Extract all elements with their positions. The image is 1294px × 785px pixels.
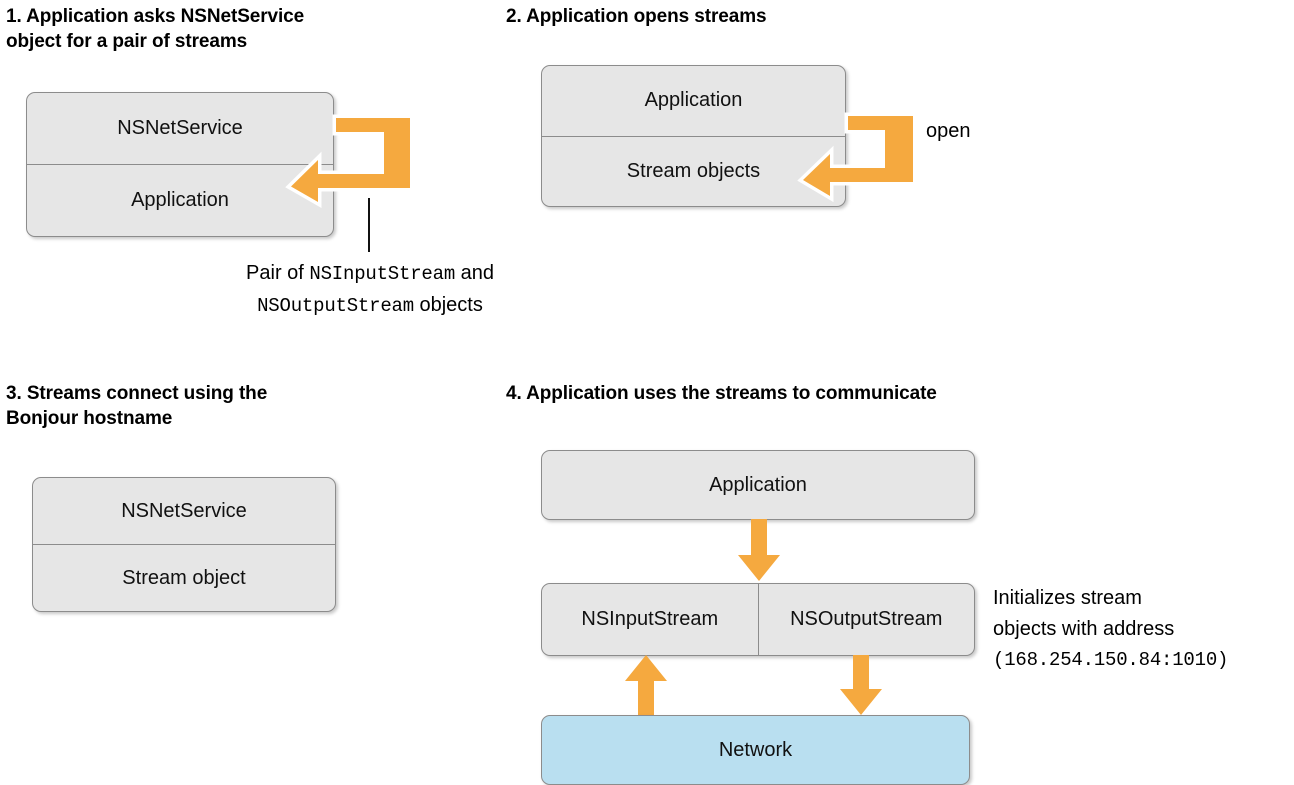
panel-4-heading: 4. Application uses the streams to commu… xyxy=(506,383,937,404)
panel-4-cell-network: Network xyxy=(718,738,793,761)
panel-3-cell-nsnetservice: NSNetService xyxy=(121,499,247,522)
caption-pre: Pair of xyxy=(246,262,310,284)
panel-4-annotation-line-1: Initializes stream xyxy=(993,587,1142,609)
panel-4-streams-box: NSInputStream NSOutputStream xyxy=(541,583,975,656)
panel-1-heading: 1. Application asks NSNetService object … xyxy=(6,6,305,52)
caption-nsinputstream: NSInputStream xyxy=(309,263,456,285)
panel-1-leader-line xyxy=(368,198,370,252)
panel-1-box: NSNetService Application xyxy=(26,92,334,237)
panel-1-cell-nsnetservice: NSNetService xyxy=(117,117,243,139)
panel-3-heading: 3. Streams connect using the Bonjour hos… xyxy=(6,383,268,429)
panel-2-heading: 2. Application opens streams xyxy=(506,6,767,27)
panel-2-hook-arrow xyxy=(797,112,917,203)
panel-1-caption-line-2: NSOutputStream objects xyxy=(120,290,620,322)
caption-post: and xyxy=(455,262,494,284)
panel-4-network-box: Network xyxy=(541,715,970,785)
panel-4-arrow-app-to-streams xyxy=(738,519,780,581)
panel-3-cell-stream-object: Stream object xyxy=(33,544,335,611)
panel-2-arrow-label: open xyxy=(926,120,971,142)
panel-2-box: Application Stream objects xyxy=(541,65,846,207)
panel-2-cell-application: Application xyxy=(644,89,743,112)
panel-4-application-box: Application xyxy=(541,450,975,520)
panel-4-cell-nsinputstream: NSInputStream xyxy=(581,608,719,630)
panel-1-caption-line-1: Pair of NSInputStream and xyxy=(120,258,620,290)
panel-4-cell-nsoutputstream: NSOutputStream xyxy=(757,584,975,655)
panel-3-box: NSNetService Stream object xyxy=(32,477,336,612)
panel-4-annotation: Initializes stream objects with address … xyxy=(993,583,1293,676)
panel-4-arrow-output-to-network xyxy=(840,655,882,715)
panel-4-annotation-line-2: objects with address xyxy=(993,618,1175,640)
panel-2-cell-stream-objects: Stream objects xyxy=(542,135,845,207)
panel-1-hook-arrow xyxy=(285,114,414,209)
panel-4-annotation-address: (168.254.150.84:1010) xyxy=(993,649,1229,671)
panel-1-cell-application: Application xyxy=(27,164,333,236)
caption-objects: objects xyxy=(413,294,483,316)
panel-1-caption: Pair of NSInputStream and NSOutputStream… xyxy=(120,258,620,322)
panel-4-arrow-network-to-input xyxy=(625,655,667,717)
panel-4-cell-application: Application xyxy=(709,473,807,496)
caption-nsoutputstream: NSOutputStream xyxy=(257,295,414,317)
